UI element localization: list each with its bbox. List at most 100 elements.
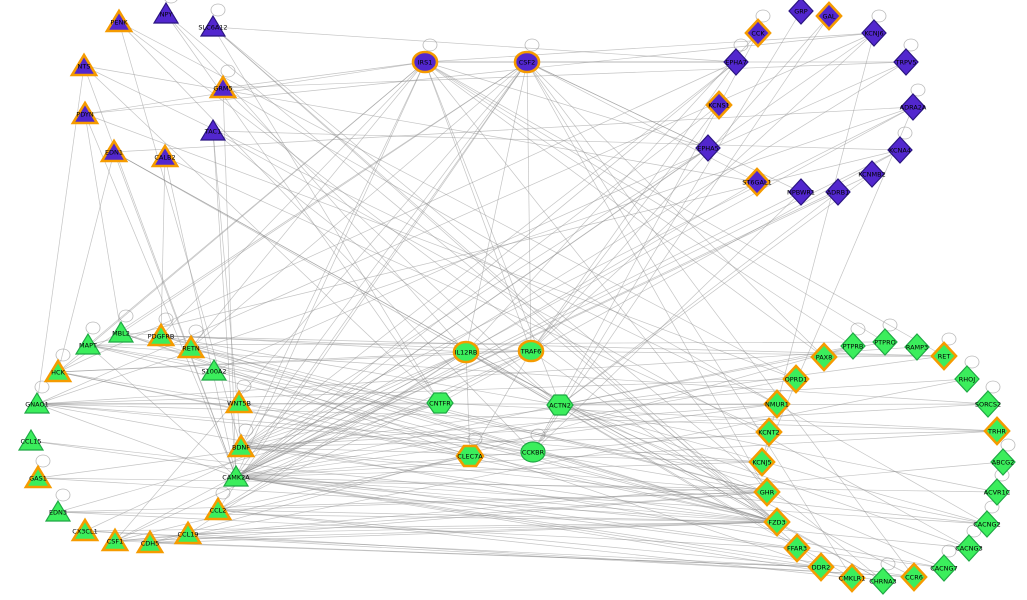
node-mbl2[interactable]: [107, 320, 135, 343]
node-bdnf[interactable]: [226, 433, 256, 458]
node-ptprb[interactable]: [840, 332, 866, 360]
node-pdgfrb[interactable]: [146, 322, 176, 347]
node-trhr[interactable]: [983, 416, 1011, 446]
node-ptpro[interactable]: [872, 328, 898, 356]
node-clec7a[interactable]: [455, 444, 485, 468]
edge: [465, 351, 915, 578]
node-npy[interactable]: [152, 1, 180, 24]
node-epha5[interactable]: [695, 134, 721, 162]
node-kcnmb2[interactable]: [859, 160, 885, 188]
node-ghr[interactable]: [753, 477, 781, 507]
edge: [30, 440, 778, 523]
edges-layer: [30, 10, 1004, 582]
node-kcna4[interactable]: [887, 136, 913, 164]
node-gal[interactable]: [815, 1, 843, 31]
edge: [57, 61, 426, 373]
node-hck[interactable]: [43, 358, 73, 383]
node-gas1[interactable]: [23, 464, 53, 489]
node-acvr1c[interactable]: [984, 478, 1010, 506]
node-cacng3[interactable]: [956, 534, 982, 562]
node-kcnj6[interactable]: [861, 19, 887, 47]
node-ddr2[interactable]: [807, 552, 835, 582]
node-tac1[interactable]: [199, 118, 227, 141]
node-ccl19[interactable]: [173, 520, 203, 545]
node-calb2[interactable]: [150, 143, 180, 168]
node-ccl15[interactable]: [17, 428, 45, 451]
node-kcnj5[interactable]: [748, 447, 776, 477]
node-grm5[interactable]: [208, 74, 238, 99]
node-fzd3[interactable]: [763, 507, 791, 537]
edge: [217, 491, 768, 511]
node-ccl2[interactable]: [203, 496, 233, 521]
node-gnao1[interactable]: [23, 391, 51, 414]
self-loop: [733, 38, 749, 52]
node-adra2a[interactable]: [900, 93, 926, 121]
node-traf6[interactable]: [517, 339, 545, 363]
self-loop: [910, 83, 926, 97]
node-trpv5[interactable]: [893, 48, 919, 76]
node-il12rb[interactable]: [452, 340, 480, 364]
edge: [532, 15, 830, 453]
node-camk2a[interactable]: [222, 464, 250, 487]
node-ccr6[interactable]: [900, 562, 928, 592]
edge: [87, 341, 886, 346]
self-loop: [35, 454, 51, 468]
edge: [160, 335, 945, 357]
edge: [240, 403, 989, 448]
edge: [190, 61, 426, 349]
edge: [465, 61, 528, 353]
node-ret[interactable]: [930, 341, 958, 371]
edge: [439, 149, 901, 404]
node-ffar3[interactable]: [783, 533, 811, 563]
node-cx3cl1[interactable]: [70, 517, 100, 542]
edge: [114, 461, 1004, 542]
node-sorcs2[interactable]: [975, 390, 1001, 418]
node-nmur1[interactable]: [763, 389, 791, 419]
node-edn1[interactable]: [99, 138, 129, 163]
node-cckbr[interactable]: [520, 441, 546, 463]
self-loop: [164, 0, 178, 4]
edge: [217, 455, 471, 511]
edge: [57, 151, 115, 373]
edge: [235, 476, 970, 549]
node-cacng7[interactable]: [931, 554, 957, 582]
edge: [823, 355, 945, 358]
node-kcns1[interactable]: [705, 90, 733, 120]
self-loop: [210, 3, 226, 17]
node-s100a2[interactable]: [200, 358, 228, 381]
node-cacng2[interactable]: [974, 510, 1000, 538]
node-rhoj[interactable]: [954, 365, 980, 393]
node-csf1[interactable]: [100, 527, 130, 552]
node-wnt5b[interactable]: [224, 389, 254, 414]
node-retn[interactable]: [176, 334, 206, 359]
edge: [149, 378, 968, 544]
node-mapt[interactable]: [74, 332, 102, 355]
node-kcnt2[interactable]: [755, 417, 783, 447]
node-cntfr[interactable]: [426, 392, 454, 414]
node-cmklr1[interactable]: [838, 563, 866, 593]
node-pdyn[interactable]: [70, 100, 100, 125]
node-actn2[interactable]: [546, 394, 574, 416]
node-ramp3[interactable]: [904, 333, 930, 361]
node-npbwr1[interactable]: [788, 178, 814, 206]
node-cck[interactable]: [744, 18, 772, 48]
node-pax8[interactable]: [810, 342, 838, 372]
node-adrb1[interactable]: [825, 178, 851, 206]
node-chrna3[interactable]: [870, 567, 896, 595]
node-slc6a12[interactable]: [199, 14, 227, 37]
node-st6gal1[interactable]: [743, 167, 771, 197]
node-cdh5[interactable]: [135, 529, 165, 554]
node-edn3[interactable]: [44, 499, 72, 522]
edge: [120, 332, 471, 457]
node-oprd1[interactable]: [782, 364, 810, 394]
node-csf2[interactable]: [513, 50, 541, 74]
edge: [57, 491, 768, 513]
node-grp[interactable]: [788, 0, 814, 25]
node-penk[interactable]: [104, 8, 134, 33]
node-epha7[interactable]: [723, 48, 749, 76]
node-irs1[interactable]: [411, 50, 439, 74]
node-abcg2[interactable]: [990, 448, 1016, 476]
node-nts[interactable]: [69, 52, 99, 77]
